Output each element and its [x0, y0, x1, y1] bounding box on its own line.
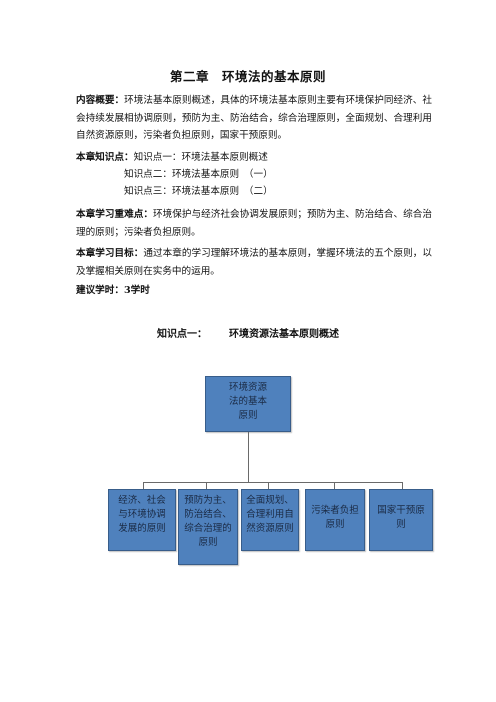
key-points-paragraph: 本章学习重难点：环境保护与经济社会协调发展原则；预防为主、防治结合、综合治理的原… [76, 206, 432, 241]
section-heading-left: 知识点一： [157, 329, 207, 340]
connector-5 [402, 482, 403, 489]
principle-3-line-1: 全面规划、 [246, 495, 294, 506]
key-points-text: 环境保护与经济社会协调发展原则；预防为主、防治结合、综合治理的原则；污染者负担原… [76, 209, 433, 238]
principle-1-line-2: 与环境协调 [118, 509, 166, 520]
principle-1-line-1: 经济、社会 [118, 495, 166, 506]
principle-4-line-1: 污染者负担 [311, 505, 359, 516]
section-heading: 知识点一： 环境资源法基本原则概述 [0, 325, 496, 340]
suggested-hours: 建议学时：3学时 [76, 285, 150, 296]
principle-2-line-1: 预防为主、 [184, 495, 232, 506]
section-heading-right: 环境资源法基本原则概述 [229, 329, 339, 340]
principle-5-line-1: 国家干预原 [377, 505, 425, 516]
principle-3-line-2: 合理利用自 [246, 509, 294, 520]
goals-label: 本章学习目标： [76, 248, 144, 259]
connector-trunk [248, 432, 249, 482]
goals-paragraph: 本章学习目标：通过本章的学习理解环境法的基本原则，掌握环境法的五个原则，以及掌握… [76, 245, 432, 280]
connector-3 [268, 482, 269, 489]
key-points-label: 本章学习重难点： [76, 209, 153, 220]
principle-box-3: 全面规划、 合理利用自 然资源原则 [241, 489, 299, 551]
connector-2 [206, 482, 207, 489]
principle-5-line-2: 则 [396, 519, 406, 530]
knowledge-label: 本章知识点： [76, 152, 134, 163]
principle-2-line-4: 原则 [198, 537, 218, 548]
knowledge-item-3: 知识点三：环境法基本原则 （二） [124, 186, 273, 197]
knowledge-points: 本章知识点：知识点一：环境法基本原则概述 [76, 149, 268, 166]
summary-label: 内容概要： [76, 95, 125, 106]
principle-box-4: 污染者负担 原则 [305, 489, 365, 551]
principle-2-line-2: 防治结合、 [184, 509, 232, 520]
root-line-3: 原则 [238, 410, 258, 421]
principle-2-line-3: 综合治理的 [184, 523, 232, 534]
goals-text: 通过本章的学习理解环境法的基本原则，掌握环境法的五个原则，以及掌握相关原则在实务… [76, 248, 433, 277]
root-line-2: 法的基本 [228, 396, 267, 407]
connector-horizontal [143, 482, 402, 483]
principle-3-line-3: 然资源原则 [246, 523, 294, 534]
summary-text: 环境法基本原则概述，具体的环境法基本原则主要有环境保护同经济、社会持续发展相协调… [76, 95, 433, 141]
principle-box-2: 预防为主、 防治结合、 综合治理的 原则 [178, 489, 238, 565]
connector-1 [143, 482, 144, 489]
principle-1-line-3: 发展的原则 [118, 523, 166, 534]
knowledge-item-1: 知识点一：环境法基本原则概述 [133, 152, 268, 163]
principle-box-5: 国家干预原 则 [369, 489, 433, 551]
root-line-1: 环境资源 [228, 382, 267, 393]
diagram-root-box: 环境资源 法的基本 原则 [205, 376, 291, 432]
knowledge-item-2: 知识点二：环境法基本原则 （一） [124, 169, 273, 180]
summary-paragraph: 内容概要：环境法基本原则概述，具体的环境法基本原则主要有环境保护同经济、社会持续… [76, 92, 432, 145]
connector-4 [334, 482, 335, 489]
principle-box-1: 经济、社会 与环境协调 发展的原则 [108, 489, 176, 551]
chapter-title: 第二章 环境法的基本原则 [169, 69, 326, 84]
principle-4-line-2: 原则 [325, 519, 345, 530]
